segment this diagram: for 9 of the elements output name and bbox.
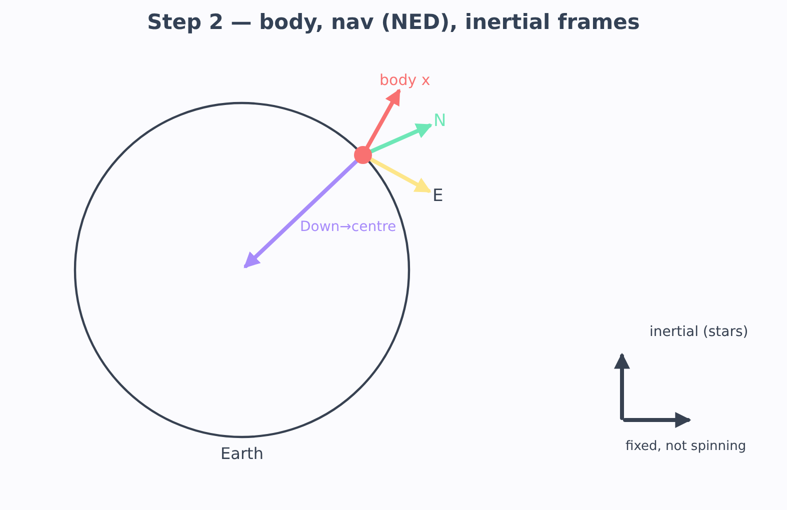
- axis-label: body x: [376, 68, 434, 91]
- title: Step 2 — body, nav (NED), inertial frames: [146, 10, 641, 34]
- vehicle-dot: [354, 146, 372, 164]
- frame-label: fixed, not spinning: [626, 438, 746, 454]
- axis-label: N: [430, 108, 450, 134]
- frame-label: inertial (stars): [650, 324, 748, 340]
- earth-label: Earth: [220, 444, 264, 463]
- edge-label: Down→centre: [300, 219, 396, 235]
- axis-label: E: [428, 184, 448, 208]
